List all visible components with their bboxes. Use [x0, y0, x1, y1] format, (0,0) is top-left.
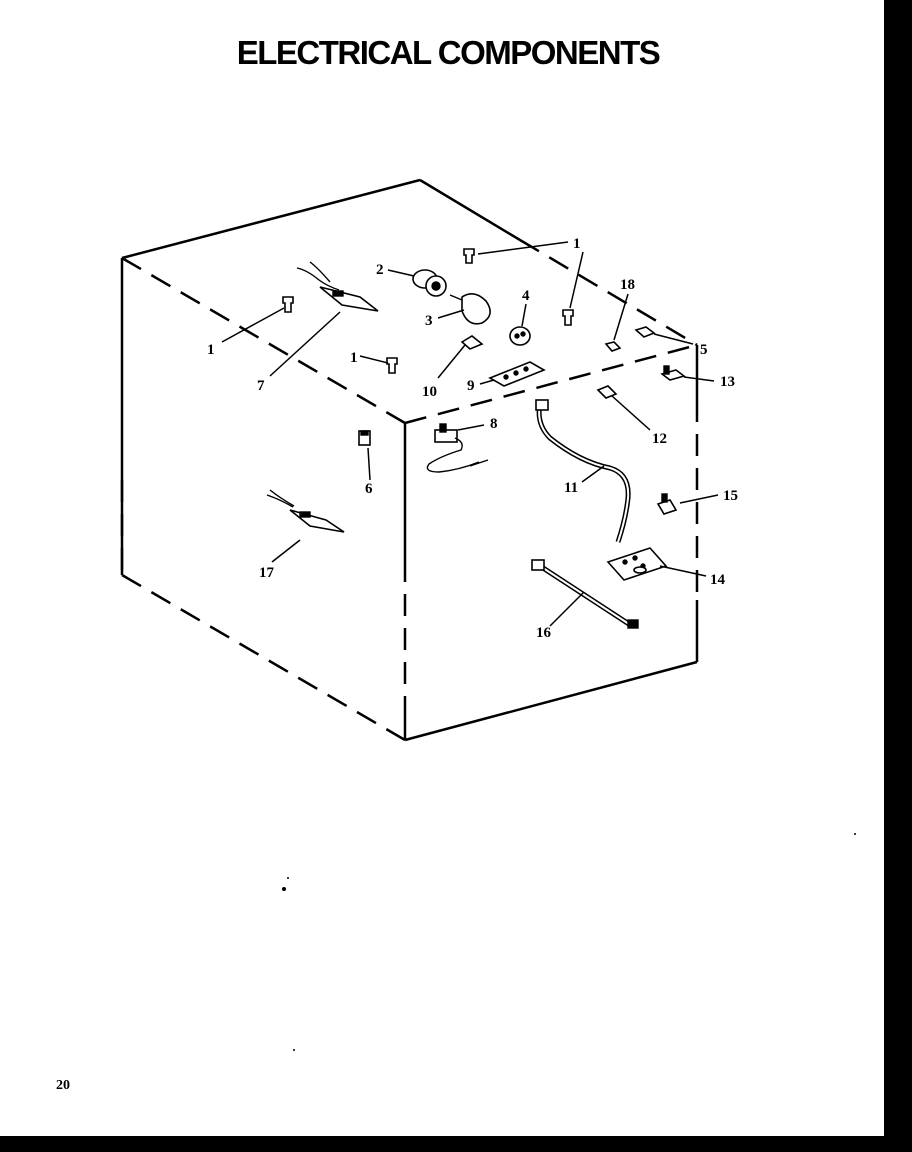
page-title: ELECTRICAL COMPONENTS — [236, 34, 661, 71]
callout-15: 15 — [723, 488, 738, 504]
callout-4: 4 — [522, 288, 530, 304]
callout-3: 3 — [425, 313, 433, 329]
callout-6: 6 — [365, 481, 373, 497]
leader-lines — [221, 241, 719, 627]
callout-16: 16 — [536, 625, 552, 641]
callout-7: 7 — [257, 378, 265, 394]
switch-part-13 — [660, 365, 686, 381]
callout-2: 2 — [376, 262, 384, 278]
connector-part-18 — [604, 341, 622, 352]
scan-specks — [282, 833, 856, 1051]
cabinet-outline — [120, 178, 699, 742]
terminal-block-part-9 — [488, 361, 546, 387]
igniter-part-7 — [296, 261, 379, 312]
switch-part-5 — [634, 326, 656, 338]
callout-13: 13 — [720, 374, 735, 390]
callout-1: 1 — [207, 342, 215, 358]
bracket-part-10 — [460, 335, 484, 350]
connector-part-12 — [596, 385, 618, 399]
callout-9: 9 — [467, 378, 475, 394]
callout-12: 12 — [652, 431, 667, 447]
page-number: 20 — [56, 1078, 70, 1093]
thermostat-part-8 — [426, 423, 489, 473]
callout-1: 1 — [573, 236, 581, 252]
block-part-6 — [358, 430, 371, 446]
screw-part-1 — [282, 248, 574, 374]
wire-lead-part-16 — [531, 559, 639, 629]
callout-8: 8 — [490, 416, 498, 432]
lamp-cover-part-4 — [509, 326, 531, 346]
callout-11: 11 — [564, 480, 578, 496]
callout-14: 14 — [710, 572, 726, 588]
scan-edge-right — [884, 0, 912, 1152]
callout-10: 10 — [422, 384, 437, 400]
lamp-bulb-part-3 — [449, 293, 491, 325]
callout-17: 17 — [259, 565, 275, 581]
relay-part-15 — [656, 493, 678, 515]
lamp-socket-part-2 — [412, 269, 447, 297]
callout-5: 5 — [700, 342, 708, 358]
wire-harness-part-11 — [535, 399, 631, 543]
callout-18: 18 — [620, 277, 635, 293]
scan-edge-bottom — [0, 1136, 912, 1152]
callout-1: 1 — [350, 350, 358, 366]
control-board-part-14 — [606, 547, 668, 581]
igniter-part-17 — [266, 489, 345, 533]
